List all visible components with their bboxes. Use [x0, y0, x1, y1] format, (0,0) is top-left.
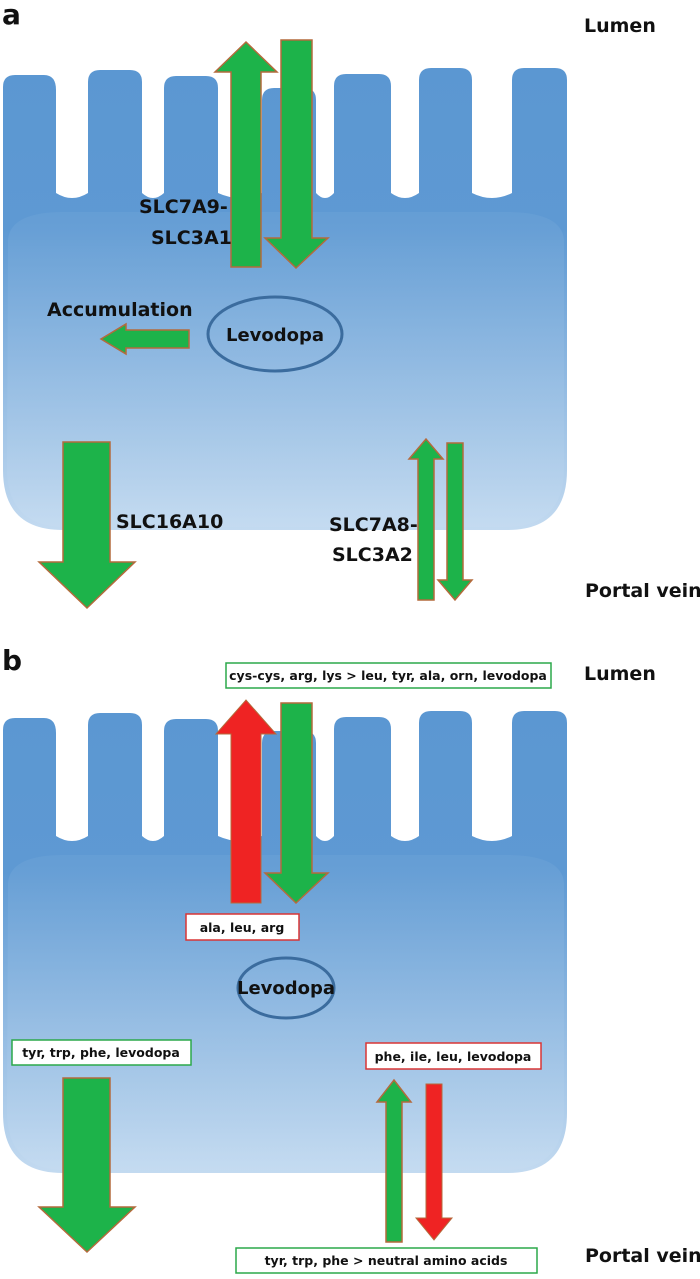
bottom-influx-substrates-box	[235, 1247, 538, 1274]
slc7a8-efflux-arrow-down	[436, 442, 474, 602]
slc7a9-efflux-arrow-down	[263, 39, 330, 270]
panel-b: b Lumen Portal vein cys-cys, arg, lys > …	[2, 644, 700, 1274]
top-influx-arrow-down-green	[263, 702, 330, 905]
cell-body-highlight	[7, 855, 564, 1170]
slc7a8-label-line2: SLC3A2	[332, 544, 413, 566]
panel-b-portal-vein-label: Portal vein	[585, 1245, 700, 1267]
slc16a10-label: SLC16A10	[116, 511, 223, 533]
levodopa-label: Levodopa	[237, 978, 335, 999]
panel-a-portal-vein-label: Portal vein	[585, 580, 700, 602]
slc7a8-influx-arrow-up	[407, 437, 445, 601]
top-efflux-substrates-box	[185, 913, 300, 941]
right-efflux-arrow-down-red	[414, 1083, 454, 1241]
panel-a-lumen-label: Lumen	[584, 15, 656, 37]
left-efflux-substrates-box	[11, 1039, 192, 1066]
left-efflux-substrates-text: tyr, trp, phe, levodopa	[22, 1045, 180, 1060]
panel-a: a Lumen Portal vein SLC7A9- SLC3A1 Accum…	[2, 0, 700, 610]
top-influx-substrates-box	[225, 662, 552, 689]
panel-a-letter: a	[2, 0, 21, 31]
slc7a9-label-line2: SLC3A1	[151, 227, 232, 249]
panel-b-lumen-label: Lumen	[584, 663, 656, 685]
left-efflux-arrow-down	[37, 1077, 137, 1254]
panel-b-letter: b	[2, 644, 22, 677]
slc7a8-label-line1: SLC7A8-	[329, 514, 418, 536]
accumulation-arrow-left	[99, 322, 190, 356]
right-influx-arrow-up-green	[375, 1078, 413, 1243]
levodopa-ellipse	[206, 295, 344, 373]
slc7a9-label-line1: SLC7A9-	[139, 196, 228, 218]
right-efflux-substrates-text: phe, ile, leu, levodopa	[375, 1049, 532, 1064]
top-efflux-arrow-up-red	[214, 699, 278, 904]
top-influx-substrates-text: cys-cys, arg, lys > leu, tyr, ala, orn, …	[229, 668, 547, 683]
slc7a9-influx-arrow-up	[213, 40, 279, 268]
accumulation-label: Accumulation	[47, 299, 193, 321]
bottom-influx-substrates-text: tyr, trp, phe > neutral amino acids	[265, 1253, 508, 1268]
levodopa-ellipse	[236, 956, 336, 1020]
levodopa-label: Levodopa	[226, 325, 324, 346]
slc16a10-efflux-arrow-down	[37, 441, 137, 610]
right-efflux-substrates-box	[365, 1042, 542, 1070]
top-efflux-substrates-text: ala, leu, arg	[200, 920, 285, 935]
